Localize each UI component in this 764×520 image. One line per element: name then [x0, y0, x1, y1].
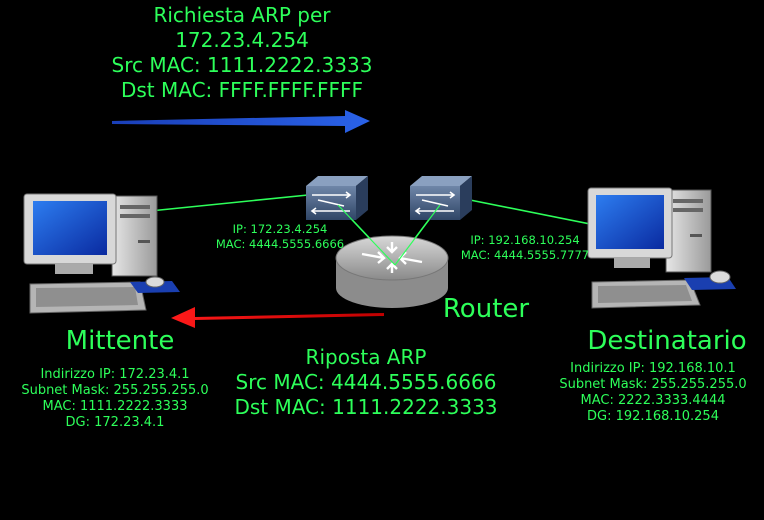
- receiver-title: Destinatario: [587, 326, 747, 356]
- router-left-mac: MAC: 4444.5555.6666: [215, 237, 345, 251]
- arp-request-src-mac: Src MAC: 1111.2222.3333: [111, 53, 373, 77]
- router-right-ip: IP: 192.168.10.254: [470, 233, 580, 247]
- receiver-dg: DG: 192.168.10.254: [587, 409, 719, 424]
- sender-mask: Subnet Mask: 255.255.255.0: [21, 383, 209, 398]
- sender-mac: MAC: 1111.2222.3333: [42, 399, 188, 414]
- sender-computer-icon: [23, 193, 180, 314]
- arp-request-arrow: [112, 110, 370, 133]
- arp-reply-src-mac: Src MAC: 4444.5555.6666: [235, 370, 497, 394]
- arp-reply-title: Riposta ARP: [305, 345, 427, 369]
- arp-request-target-ip: 172.23.4.254: [175, 28, 309, 52]
- left-switch-icon: [306, 176, 368, 220]
- sender-title: Mittente: [65, 326, 175, 356]
- sender-dg: DG: 172.23.4.1: [65, 415, 165, 430]
- arp-request-dst-mac: Dst MAC: FFFF.FFFF.FFFF: [120, 78, 363, 102]
- right-switch-icon: [410, 176, 472, 220]
- receiver-mask: Subnet Mask: 255.255.255.0: [559, 377, 747, 392]
- receiver-mac: MAC: 2222.3333.4444: [580, 393, 726, 408]
- router-left-ip: IP: 172.23.4.254: [232, 222, 328, 236]
- arp-request-title: Richiesta ARP per: [153, 3, 331, 27]
- receiver-ip: Indirizzo IP: 192.168.10.1: [570, 361, 736, 376]
- receiver-computer-icon: [587, 187, 736, 309]
- arp-reply-arrow: [171, 307, 384, 328]
- router-label: Router: [442, 294, 530, 324]
- sender-ip: Indirizzo IP: 172.23.4.1: [40, 367, 190, 382]
- router-right-mac: MAC: 4444.5555.7777: [460, 248, 590, 262]
- router-icon: [335, 235, 449, 308]
- arp-reply-dst-mac: Dst MAC: 1111.2222.3333: [234, 395, 498, 419]
